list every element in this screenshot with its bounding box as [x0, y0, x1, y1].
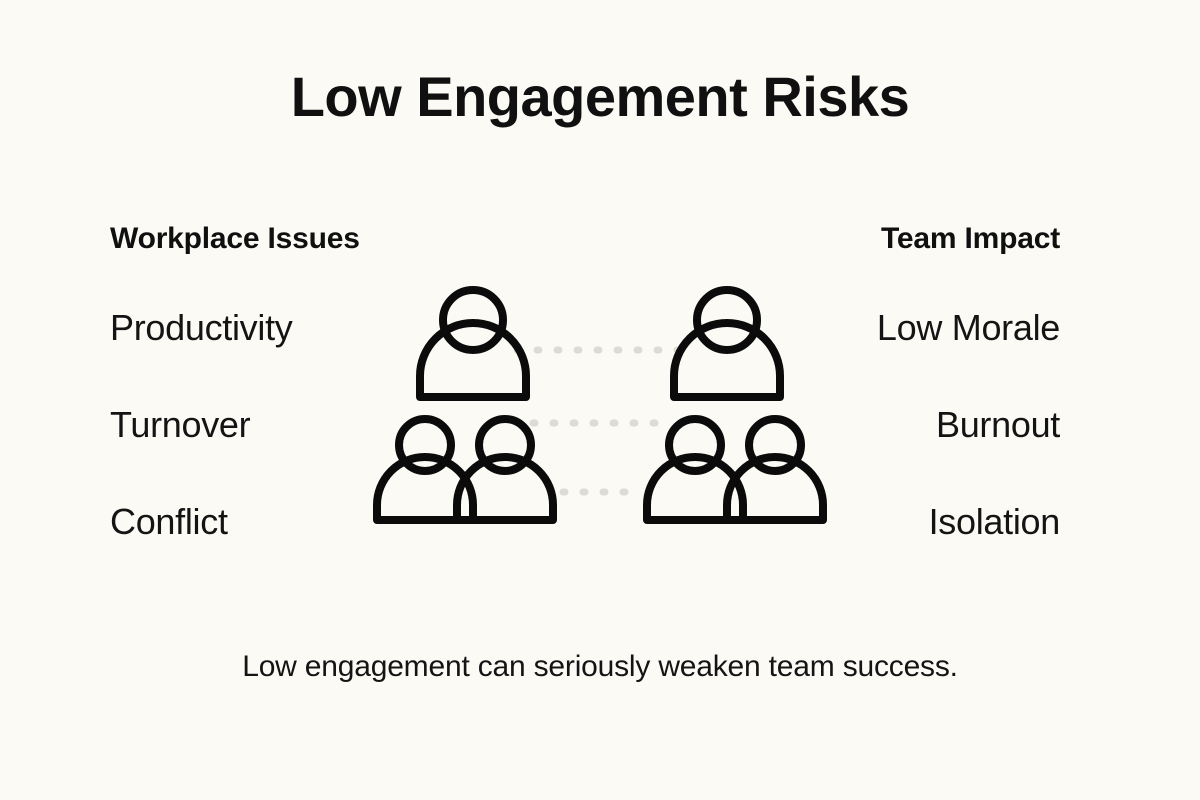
left-column-list: Productivity Turnover Conflict: [110, 300, 450, 591]
leader-head-icon: [439, 286, 507, 354]
leader-body-icon: [416, 319, 530, 401]
slide-caption: Low engagement can seriously weaken team…: [242, 650, 958, 683]
member-1-head-icon: [395, 415, 455, 475]
leader-head-icon: [693, 286, 761, 354]
connector-group: [513, 346, 687, 496]
member-2-head-icon: [745, 415, 805, 475]
people-group-right: [643, 286, 827, 524]
member-2-body-icon: [453, 453, 557, 524]
list-item-conflict: Conflict: [110, 501, 228, 542]
right-column-list: Low Morale Burnout Isolation: [720, 300, 1060, 591]
list-item-low-morale: Low Morale: [876, 307, 1060, 348]
people-illustration: [355, 275, 845, 540]
people-group-left: [373, 286, 557, 524]
member-2-head-icon: [475, 415, 535, 475]
list-item-isolation: Isolation: [928, 501, 1061, 542]
member-2-body-icon: [723, 453, 827, 524]
member-1-head-icon: [665, 415, 725, 475]
column-header-workplace-issues: Workplace Issues: [110, 222, 360, 255]
list-item-turnover: Turnover: [110, 404, 251, 445]
list-item-burnout: Burnout: [936, 404, 1060, 445]
member-1-body-icon: [643, 453, 747, 524]
member-1-body-icon: [373, 453, 477, 524]
page-title: Low Engagement Risks: [290, 65, 910, 128]
column-header-team-impact: Team Impact: [881, 222, 1060, 255]
leader-body-icon: [670, 319, 784, 401]
list-item-productivity: Productivity: [110, 307, 293, 348]
